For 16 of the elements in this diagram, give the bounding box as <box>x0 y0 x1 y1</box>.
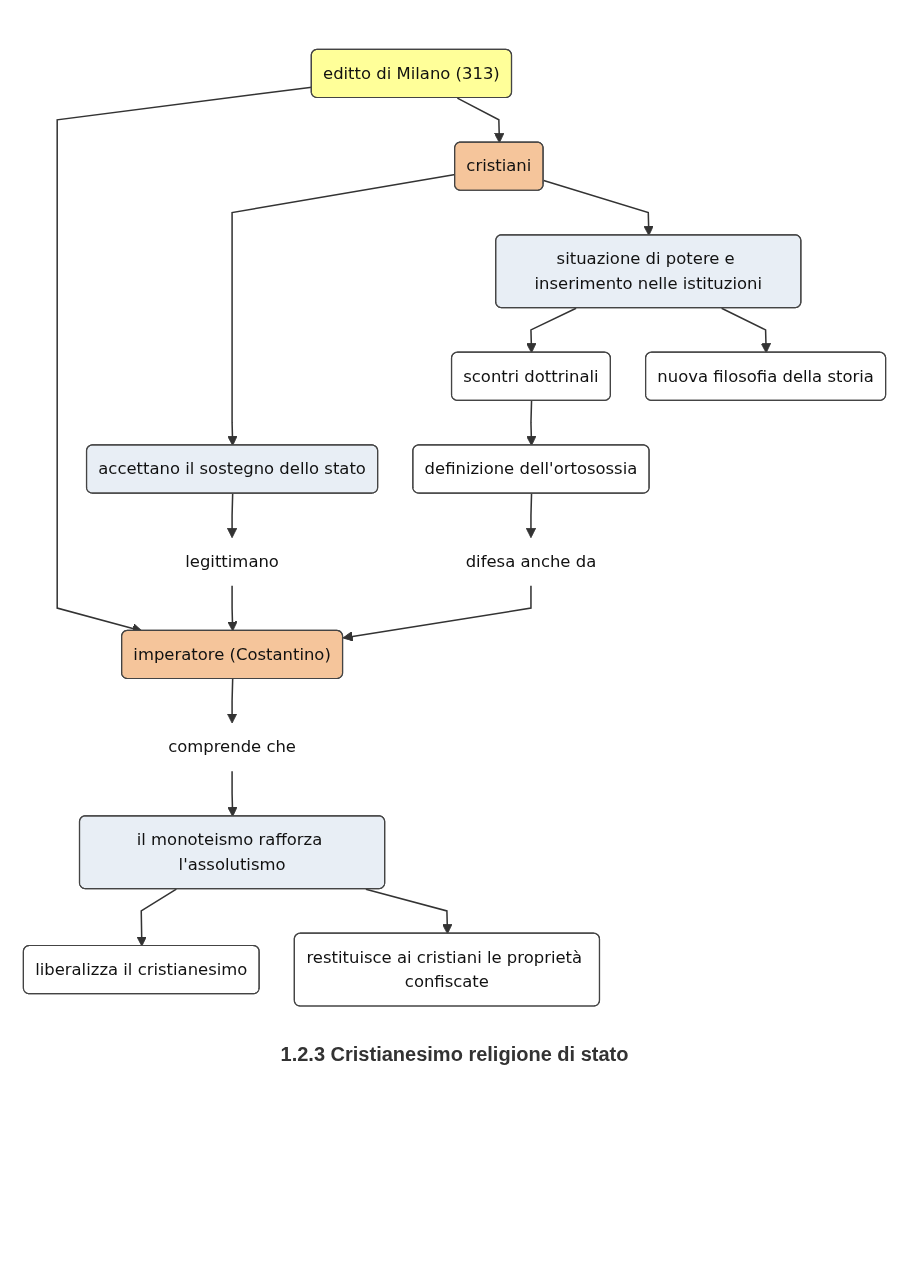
arrow <box>720 307 772 354</box>
arrow <box>365 888 453 935</box>
arrow <box>226 492 238 539</box>
arrow <box>526 307 577 354</box>
node-text: difesa anche da <box>465 551 597 571</box>
arrow <box>342 585 532 642</box>
caption-heading: 1.2.3 Cristianesimo religione di stato <box>280 1043 629 1067</box>
arrow <box>525 492 537 539</box>
arrow <box>526 400 537 446</box>
node-text: comprende che <box>168 737 296 756</box>
arrow <box>226 678 238 724</box>
arrow <box>227 770 238 817</box>
arrow <box>227 585 238 632</box>
arrow <box>456 97 505 144</box>
arrow <box>136 888 178 947</box>
node-text: legittimano <box>185 551 279 571</box>
